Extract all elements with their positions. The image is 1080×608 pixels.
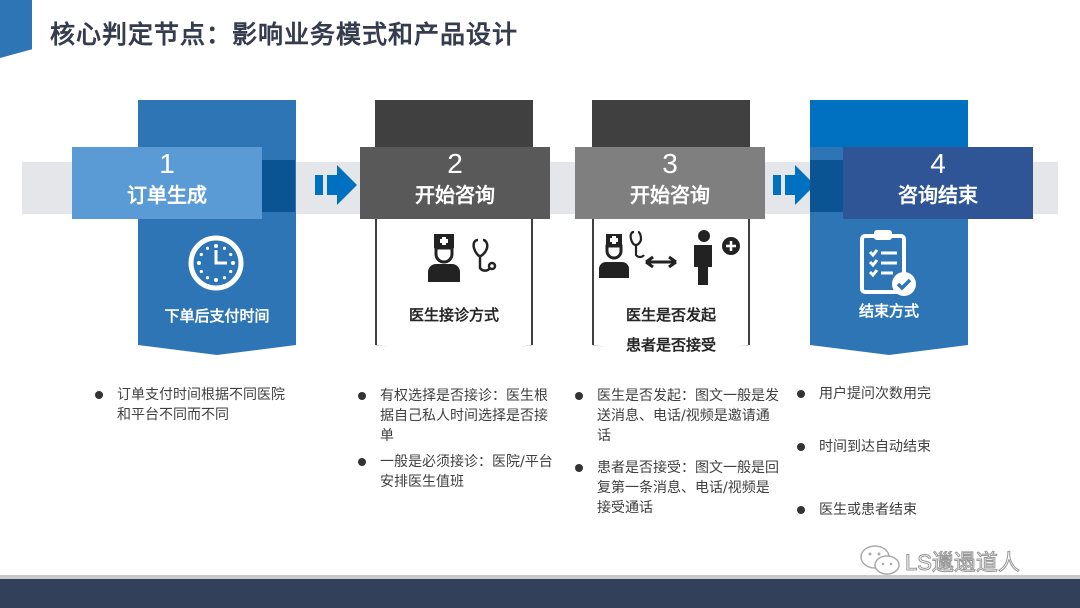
step-number: 3: [662, 148, 678, 179]
bullet-item: 医生是否发起：图文一般是发送消息、电话/视频是邀请通话: [575, 386, 780, 446]
watermark: LS邋遢道人: [905, 550, 1021, 576]
bullet-item: 一般是必须接诊：医院/平台安排医生值班: [358, 452, 558, 492]
clock-icon: [188, 235, 244, 291]
step-label: 订单生成: [127, 183, 207, 207]
step-number: 2: [447, 148, 463, 179]
step-2-bullets: 有权选择是否接诊：医生根据自己私人时间选择是否接单 一般是必须接诊：医院/平台安…: [358, 386, 558, 492]
step-4-banner: [810, 100, 968, 355]
footer-bar: [0, 579, 1080, 608]
step-2-header: 2 开始咨询: [360, 147, 550, 219]
bullet-item: 订单支付时间根据不同医院和平台不同而不同: [95, 385, 295, 425]
step-2-caption: 医生接诊方式: [408, 306, 499, 324]
doctor-stethoscope-icon: [428, 234, 497, 282]
step-4-header: 4 咨询结束: [843, 147, 1033, 219]
step-3-bullets: 医生是否发起：图文一般是发送消息、电话/视频是邀请通话 患者是否接受：图文一般是…: [575, 386, 780, 518]
step-label: 开始咨询: [630, 183, 710, 207]
footer-line: [0, 575, 1080, 579]
bullet-item: 用户提问次数用完: [797, 384, 997, 404]
step-number: 4: [930, 148, 946, 179]
step-1-fold: [262, 160, 295, 212]
bullet-item: 患者是否接受：图文一般是回复第一条消息、电话/视频是接受通话: [575, 458, 780, 518]
step-number: 1: [159, 148, 175, 179]
step-1-caption: 下单后支付时间: [164, 307, 270, 325]
wechat-icon: [860, 545, 900, 575]
step-label: 开始咨询: [415, 183, 495, 207]
step-1-bullets: 订单支付时间根据不同医院和平台不同而不同: [95, 385, 295, 425]
doctor-patient-icon: [599, 230, 740, 285]
step-4-caption: 结束方式: [858, 302, 919, 320]
page-title: 核心判定节点：影响业务模式和产品设计: [50, 20, 519, 49]
arrow-right-icon: [315, 165, 357, 205]
arrow-right-icon: [773, 165, 815, 205]
bullet-item: 有权选择是否接诊：医生根据自己私人时间选择是否接单: [358, 386, 558, 446]
bullet-item: 医生或患者结束: [797, 500, 997, 520]
step-1-banner: [138, 100, 296, 355]
step-label: 咨询结束: [898, 183, 978, 207]
step-1-header: 1 订单生成: [72, 147, 262, 219]
clipboard-check-icon: [860, 230, 916, 296]
step-3-header: 3 开始咨询: [575, 147, 765, 219]
step-4-bullets: 用户提问次数用完 时间到达自动结束 医生或患者结束: [797, 384, 997, 520]
step-3-caption-2: 患者是否接受: [625, 336, 716, 354]
step-3-caption: 医生是否发起: [625, 306, 716, 324]
title-accent-tab: [0, 0, 32, 58]
step-4-fold: [810, 160, 843, 212]
bullet-item: 时间到达自动结束: [797, 437, 997, 457]
